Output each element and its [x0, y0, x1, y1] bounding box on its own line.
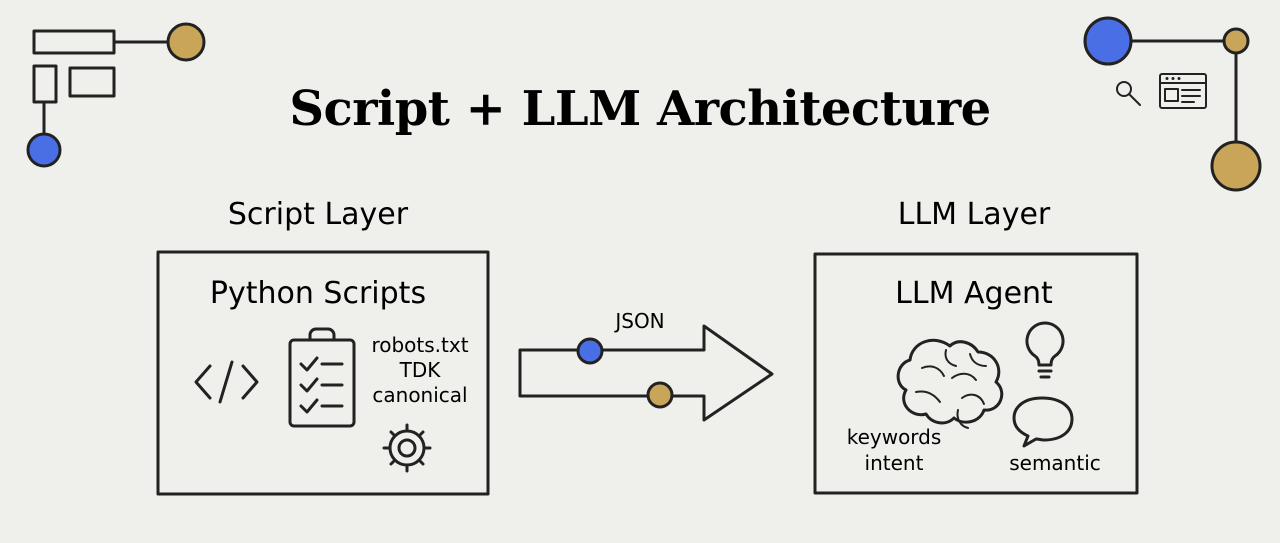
- top-left-rect-medium: [68, 66, 116, 98]
- script-layer-label: Script Layer: [228, 197, 409, 232]
- top-right-decoration: [1083, 16, 1262, 192]
- brain-icon: [896, 338, 1004, 429]
- json-gold-node: [646, 381, 674, 409]
- robots-txt-label: robots.txt: [371, 333, 468, 357]
- json-label: JSON: [613, 309, 664, 333]
- top-left-decoration: [26, 22, 206, 168]
- code-icon: [194, 360, 259, 404]
- lightbulb-icon: [1025, 321, 1065, 379]
- page-title: Script + LLM Architecture: [289, 81, 990, 137]
- llm-layer-label: LLM Layer: [898, 197, 1051, 232]
- json-blue-node: [576, 337, 604, 365]
- search-icon: [1116, 81, 1141, 106]
- top-right-gold-node-small: [1222, 27, 1250, 55]
- gear-icon: [382, 423, 432, 473]
- python-scripts-box: [156, 250, 490, 496]
- top-left-blue-node: [26, 132, 62, 168]
- llm-agent-box: [813, 252, 1139, 495]
- browser-window-icon: [1159, 73, 1207, 109]
- keywords-label: keywords: [847, 425, 942, 449]
- tdk-label: TDK: [399, 358, 442, 382]
- json-arrow: [518, 324, 774, 422]
- clipboard-checklist-icon: [288, 327, 356, 428]
- canonical-label: canonical: [372, 383, 467, 407]
- top-right-blue-node: [1083, 16, 1133, 66]
- python-scripts-title: Python Scripts: [210, 276, 426, 311]
- semantic-label: semantic: [1009, 451, 1101, 475]
- top-left-rect-small: [32, 64, 58, 104]
- llm-agent-title: LLM Agent: [895, 276, 1053, 311]
- speech-bubble-icon: [1012, 396, 1074, 448]
- top-left-rect-top: [32, 29, 116, 55]
- top-left-gold-node: [166, 22, 206, 62]
- top-right-gold-node-large: [1210, 140, 1262, 192]
- intent-label: intent: [865, 451, 924, 475]
